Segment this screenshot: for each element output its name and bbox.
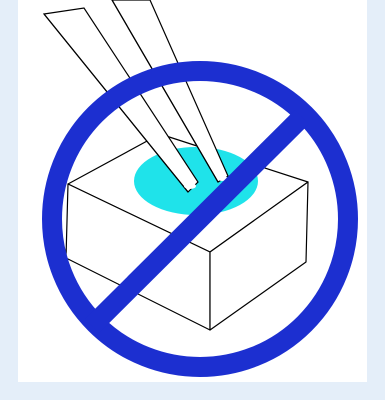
liquid-highlight-icon <box>184 175 227 189</box>
block-right-face <box>209 181 309 331</box>
prohibition-slash <box>84 109 310 334</box>
prohibition-sign-icon <box>42 61 358 377</box>
prohibition-circle <box>42 61 358 377</box>
